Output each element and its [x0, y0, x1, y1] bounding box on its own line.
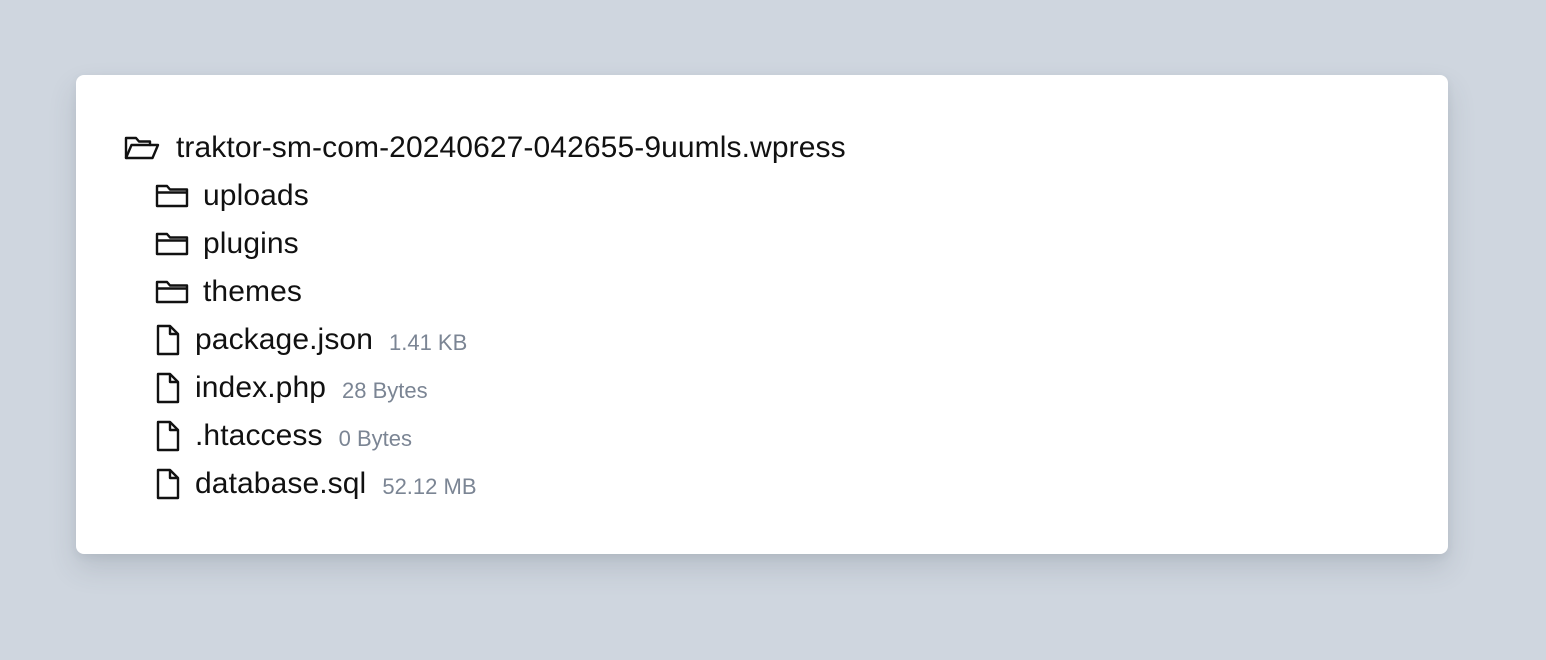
tree-file-package-json[interactable]: package.json 1.41 KB [155, 322, 467, 358]
folder-name: themes [203, 275, 302, 308]
file-icon [155, 420, 181, 452]
file-name: database.sql [195, 467, 367, 500]
file-size: 28 Bytes [342, 378, 428, 403]
folder-name: uploads [203, 179, 309, 212]
file-icon [155, 372, 181, 404]
folder-icon [155, 183, 189, 209]
tree-file-database-sql[interactable]: database.sql 52.12 MB [155, 466, 477, 502]
file-name: .htaccess [195, 419, 323, 452]
file-size: 0 Bytes [338, 426, 412, 451]
tree-file-index-php[interactable]: index.php 28 Bytes [155, 370, 428, 406]
file-icon [155, 468, 181, 500]
file-icon [155, 324, 181, 356]
tree-root[interactable]: traktor-sm-com-20240627-042655-9uumls.wp… [124, 130, 846, 166]
file-size: 52.12 MB [382, 474, 477, 499]
file-name: index.php [195, 371, 327, 404]
file-name: package.json [195, 323, 373, 356]
tree-folder-uploads[interactable]: uploads [155, 178, 309, 214]
root-archive-name: traktor-sm-com-20240627-042655-9uumls.wp… [176, 131, 846, 164]
tree-folder-plugins[interactable]: plugins [155, 226, 299, 262]
folder-icon [155, 279, 189, 305]
folder-open-icon [124, 134, 160, 162]
folder-icon [155, 231, 189, 257]
tree-file-htaccess[interactable]: .htaccess 0 Bytes [155, 418, 412, 454]
file-size: 1.41 KB [389, 330, 468, 355]
tree-folder-themes[interactable]: themes [155, 274, 302, 310]
folder-name: plugins [203, 227, 299, 260]
file-tree-panel: traktor-sm-com-20240627-042655-9uumls.wp… [76, 75, 1448, 554]
